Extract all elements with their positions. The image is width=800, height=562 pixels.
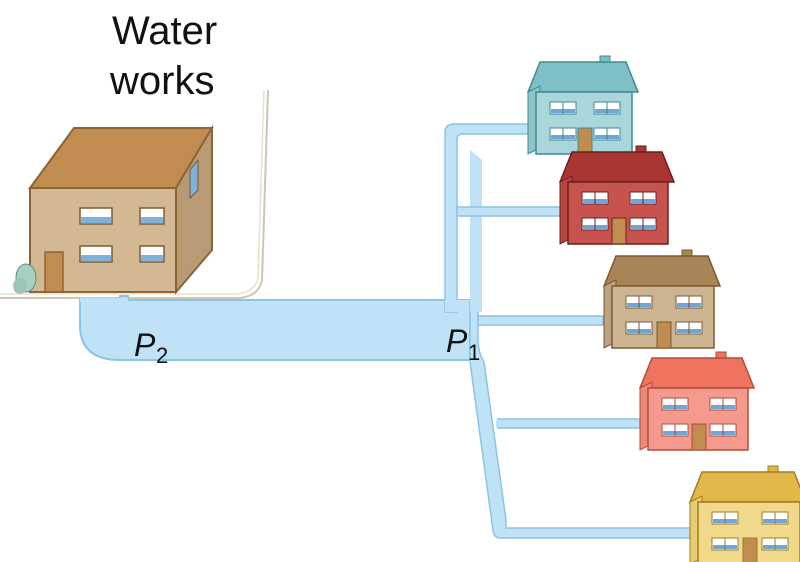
house-tan: [602, 249, 722, 349]
shrub: [13, 263, 37, 294]
houses: [526, 55, 800, 562]
p2-subscript: 2: [156, 343, 168, 368]
p2-symbol: P: [134, 327, 156, 363]
title-line-2: works: [109, 59, 214, 103]
ground-platform: [0, 89, 269, 299]
p1-subscript: 1: [468, 340, 480, 365]
house-yellow: [688, 465, 800, 562]
title-line-1: Water: [112, 9, 217, 53]
branch-pipe: [444, 123, 691, 539]
waterworks-building: [13, 124, 214, 295]
house-dark-red: [558, 145, 676, 245]
main-pipe: [79, 295, 471, 361]
label-p2: P 2: [134, 327, 168, 368]
house-teal: [526, 55, 640, 155]
label-p1: P 1: [446, 323, 480, 365]
p1-symbol: P: [446, 323, 468, 359]
house-salmon: [638, 351, 756, 451]
